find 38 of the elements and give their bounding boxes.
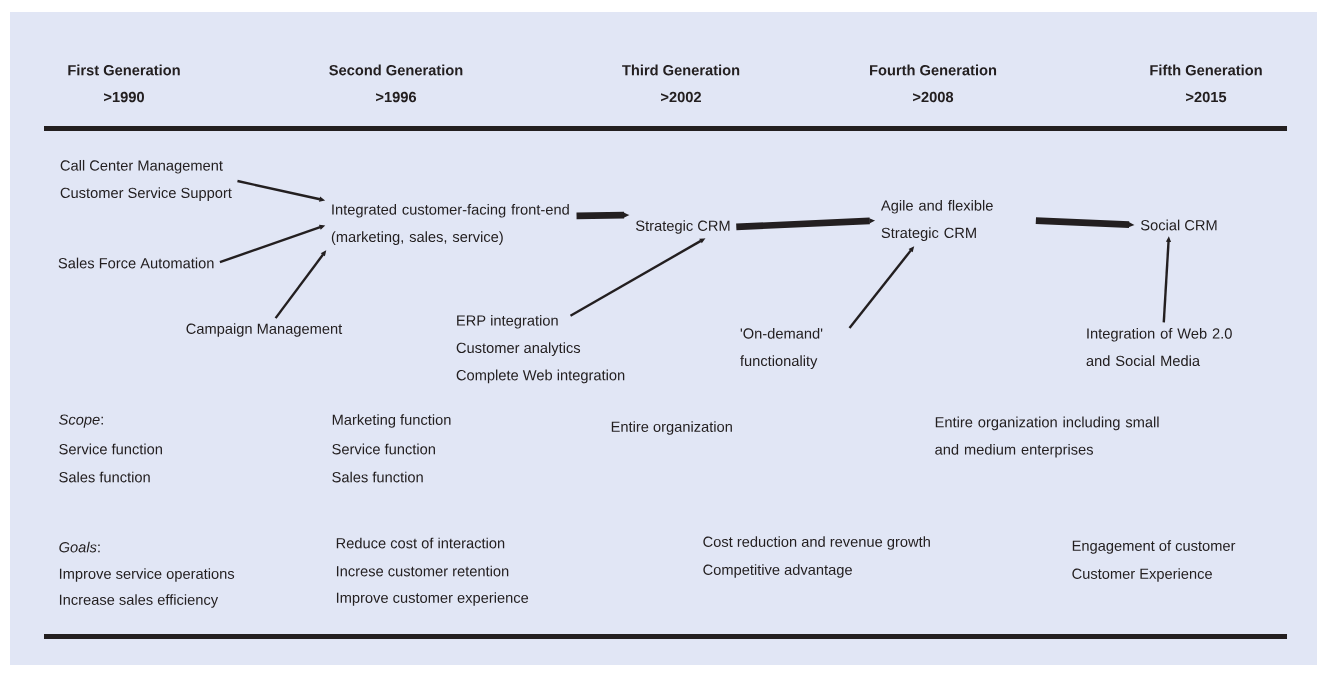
note-text: Service function bbox=[332, 443, 435, 455]
generation-year: >2008 bbox=[913, 91, 954, 103]
flow-text: ERP integration Customer analytics Complete Web integration bbox=[456, 314, 625, 384]
generation-heading: Fifth Generation bbox=[1150, 64, 1262, 76]
generation-year: >2002 bbox=[661, 91, 701, 103]
note-text: Goals: bbox=[59, 541, 100, 553]
generation-heading: Fourth Generation bbox=[870, 64, 997, 76]
note-text: Entire organization including small and medium enterprises bbox=[935, 416, 1159, 458]
note-text: Sales function bbox=[332, 471, 423, 483]
flow-text: Campaign Management bbox=[186, 323, 343, 337]
note-text: Competitive advantage bbox=[703, 564, 852, 578]
note-text: Scope: bbox=[59, 414, 103, 428]
generation-heading: Second Generation bbox=[329, 64, 463, 76]
generation-heading: First Generation bbox=[68, 64, 180, 76]
note-text: Improve customer experience bbox=[336, 592, 529, 606]
note-text: Engagement of customer bbox=[1072, 540, 1236, 554]
generation-year: >1990 bbox=[104, 91, 144, 103]
note-text: Marketing function bbox=[332, 414, 451, 428]
flow-text: Sales Force Automation bbox=[58, 257, 214, 269]
note-text: Cost reduction and revenue growth bbox=[703, 536, 930, 550]
note-text: Sales function bbox=[59, 471, 150, 483]
flow-text: Social CRM bbox=[1140, 219, 1217, 231]
generation-heading: Third Generation bbox=[622, 64, 740, 76]
generation-year: >2015 bbox=[1186, 91, 1227, 103]
note-text: Increase sales efficiency bbox=[59, 594, 219, 608]
flow-text: Agile and flexible Strategic CRM bbox=[880, 199, 993, 241]
note-text: Entire organization bbox=[611, 421, 732, 435]
generation-year: >1996 bbox=[376, 91, 417, 103]
note-text: Increse customer retention bbox=[336, 565, 509, 577]
note-text: Customer Experience bbox=[1072, 568, 1212, 582]
note-text: Service function bbox=[59, 443, 162, 455]
flow-text: Integration of Web 2.0 and Social Media bbox=[1086, 327, 1232, 367]
note-text: Improve service operations bbox=[59, 568, 235, 582]
flow-text: Integrated customer-facing front-end (marketing, sales, service) bbox=[331, 203, 569, 245]
note-text: Reduce cost of interaction bbox=[336, 537, 505, 549]
flow-text: 'On-demand' functionality bbox=[740, 327, 823, 369]
flow-text: Strategic CRM bbox=[636, 220, 730, 234]
flow-text: Call Center Management Customer Service Support bbox=[60, 159, 232, 201]
